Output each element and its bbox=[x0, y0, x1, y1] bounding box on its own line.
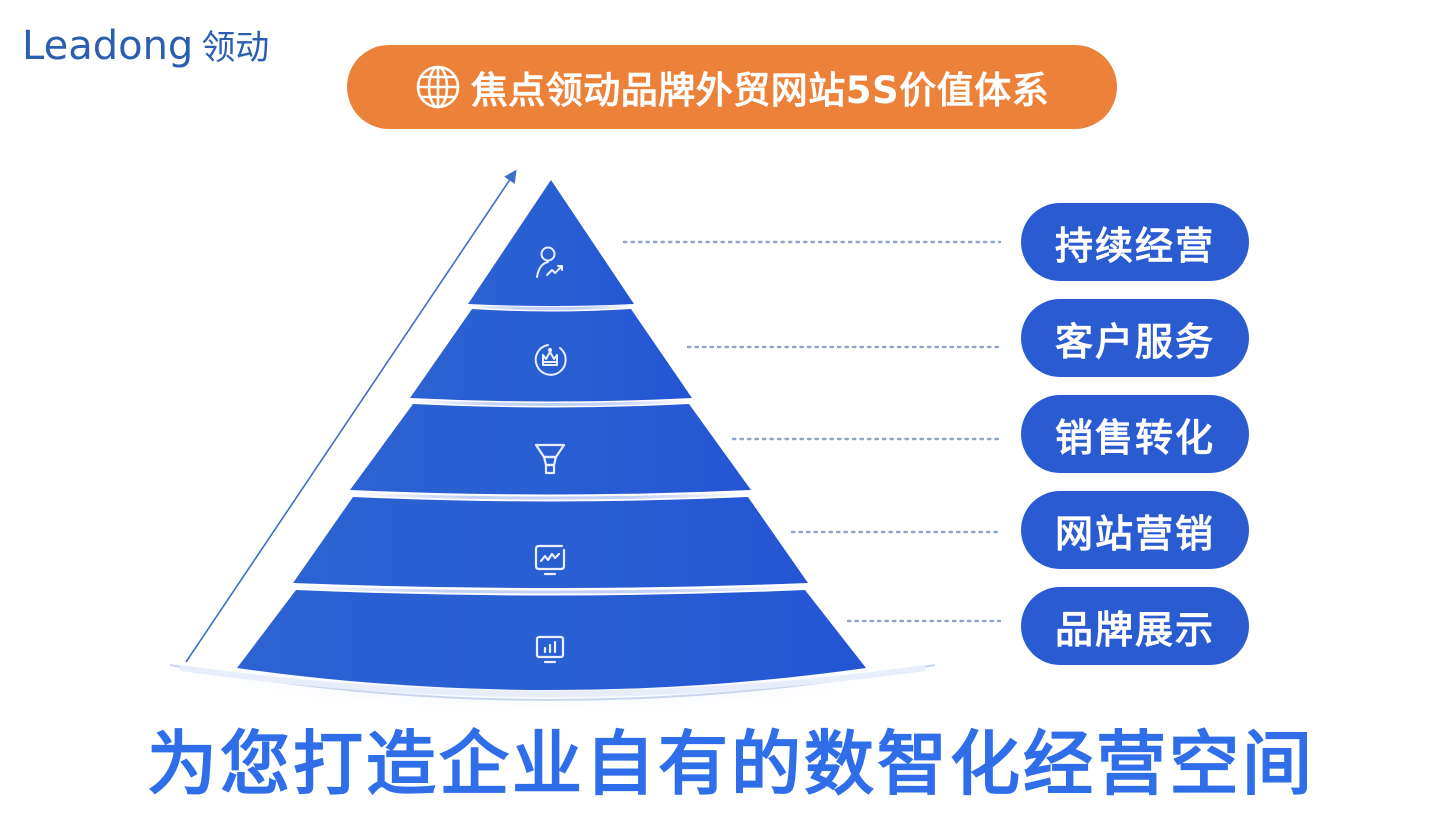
growth-arrow bbox=[185, 169, 517, 663]
label-text: 持续经营 bbox=[1054, 223, 1215, 268]
funnel-icon bbox=[534, 443, 566, 475]
monitor-trend-icon bbox=[534, 544, 566, 576]
label-pill-level-4: 客户服务 bbox=[1021, 299, 1249, 377]
pyramid-layer-3 bbox=[350, 404, 751, 495]
label-text: 销售转化 bbox=[1054, 415, 1215, 460]
page-title: 焦点领动品牌外贸网站5S价值体系 bbox=[470, 69, 1050, 112]
label-text: 品牌展示 bbox=[1054, 607, 1215, 652]
leadong-logo: Leadong 领动 bbox=[22, 20, 269, 69]
pyramid-layer-5 bbox=[468, 180, 634, 306]
title-banner: 焦点领动品牌外贸网站5S价值体系 bbox=[347, 45, 1117, 129]
pyramid-layer-2 bbox=[293, 497, 808, 588]
globe-icon bbox=[416, 65, 460, 109]
user-growth-icon bbox=[536, 246, 563, 278]
monitor-bar-chart-icon bbox=[535, 635, 565, 664]
logo-latin-text: Leadong bbox=[22, 23, 194, 69]
label-pill-level-1: 品牌展示 bbox=[1021, 587, 1249, 665]
logo-chinese-text: 领动 bbox=[201, 28, 270, 68]
label-text: 客户服务 bbox=[1054, 319, 1215, 364]
crown-badge-icon bbox=[534, 344, 567, 376]
label-pill-level-3: 销售转化 bbox=[1021, 395, 1249, 473]
pyramid-layer-1 bbox=[237, 590, 866, 690]
slogan-heading: 为您打造企业自有的数智化经营空间 bbox=[0, 722, 1452, 806]
label-text: 网站营销 bbox=[1054, 511, 1215, 556]
slogan-text: 为您打造企业自有的数智化经营空间 bbox=[147, 723, 1315, 805]
label-pill-level-2: 网站营销 bbox=[1021, 491, 1249, 569]
label-pill-level-5: 持续经营 bbox=[1021, 203, 1249, 281]
